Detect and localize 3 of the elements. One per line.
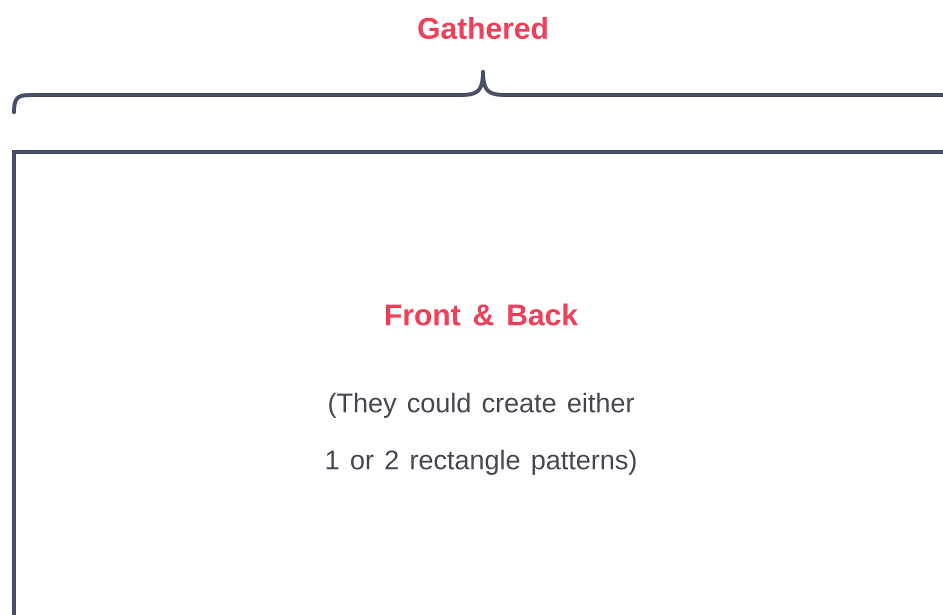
panel-text: Front & Back (They could create either 1 or 2 rectangle patterns) xyxy=(326,304,636,475)
heading: Gathered xyxy=(418,16,547,39)
panel-box xyxy=(12,150,943,615)
